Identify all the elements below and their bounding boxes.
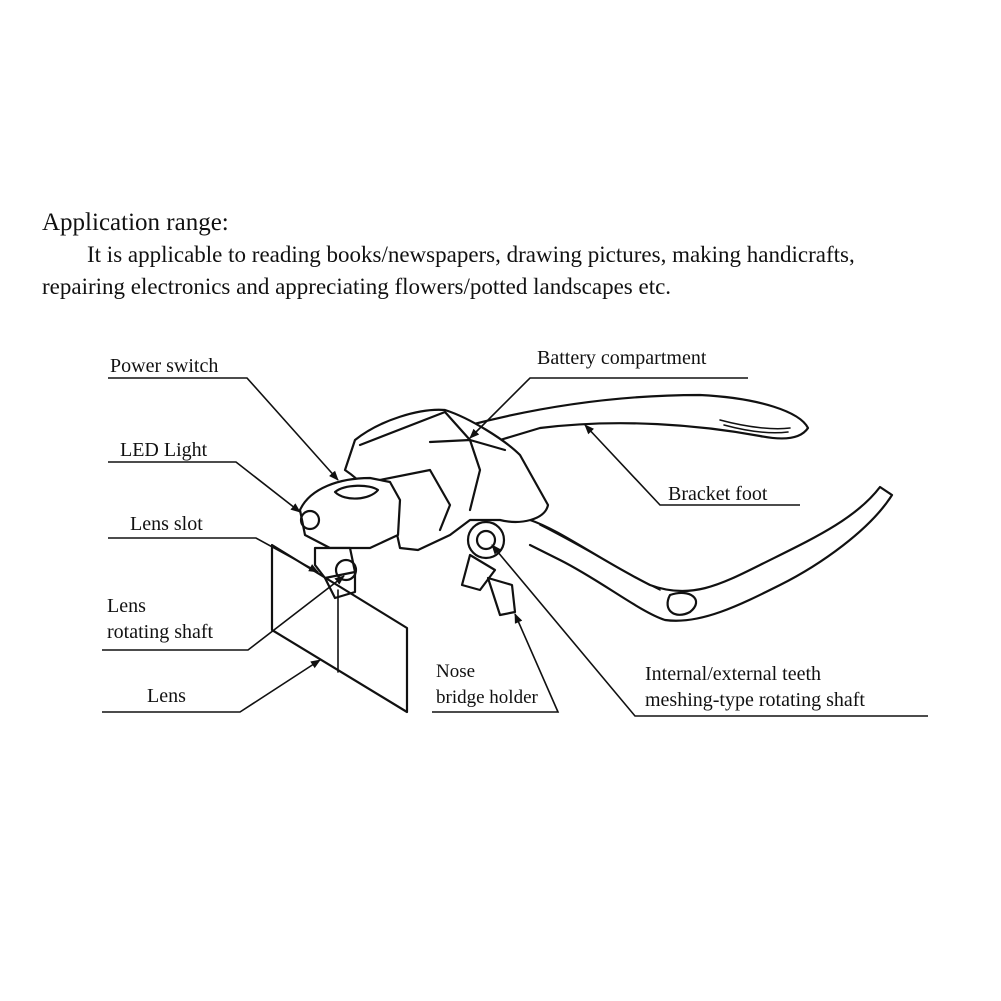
temple-tip	[666, 591, 698, 616]
label-nose-line1: Nose	[436, 661, 476, 682]
leader-lens	[102, 659, 321, 713]
leader-battery	[469, 377, 748, 439]
housing-top-ridge	[358, 410, 507, 452]
nose-bridge-holder	[460, 553, 497, 592]
label-lens-shaft-line1: Lens	[107, 595, 146, 617]
led-lens	[299, 509, 321, 531]
description-line-1: It is applicable to reading books/newspa…	[87, 242, 855, 267]
leader-lens-shaft	[102, 575, 345, 651]
leader-led-light	[108, 461, 301, 513]
section-heading: Application range:	[42, 209, 229, 236]
label-teeth-line2: meshing-type rotating shaft	[645, 689, 865, 711]
lens-rotating-shaft	[334, 558, 358, 582]
description-line-2: repairing electronics and appreciating f…	[42, 274, 672, 299]
battery-slot	[719, 419, 791, 430]
label-bracket-foot: Bracket foot	[668, 483, 768, 505]
label-nose-line2: bridge holder	[436, 687, 538, 708]
battery-slot-2	[723, 424, 789, 434]
leader-teeth	[491, 544, 928, 717]
label-lens-shaft-line2: rotating shaft	[107, 621, 214, 643]
led-head	[298, 476, 402, 550]
shaft-stem	[323, 570, 357, 600]
nose-bridge-pad	[486, 576, 517, 617]
lens-slot-block	[313, 546, 357, 580]
label-battery-compartment: Battery compartment	[537, 347, 707, 369]
leader-lens-slot	[108, 537, 319, 573]
label-lens: Lens	[147, 685, 186, 707]
leader-nose	[432, 613, 560, 713]
temple-arm	[528, 485, 894, 622]
gear-inner	[475, 529, 497, 551]
leader-power-switch	[108, 377, 339, 481]
temple-arm-inner	[539, 524, 661, 591]
housing-face	[378, 468, 452, 532]
label-power-switch: Power switch	[110, 355, 219, 377]
lens-plate	[270, 543, 409, 714]
headband-arm	[468, 393, 810, 442]
housing-edge	[428, 438, 482, 512]
leader-bracket-foot	[584, 424, 800, 506]
label-led-light: LED Light	[120, 439, 208, 461]
power-switch-button	[333, 484, 380, 500]
label-teeth-line1: Internal/external teeth	[645, 663, 822, 685]
label-lens-slot: Lens slot	[130, 513, 203, 535]
